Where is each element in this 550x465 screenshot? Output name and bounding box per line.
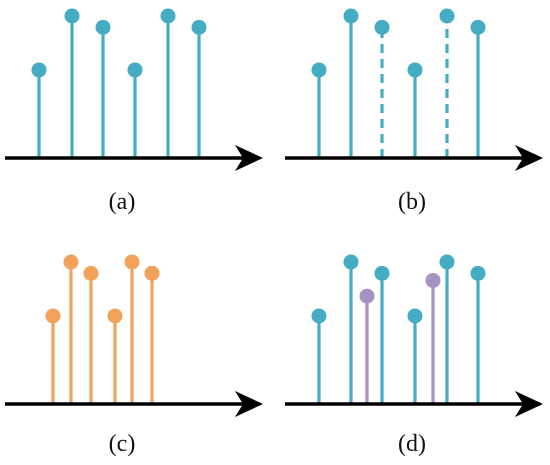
stem-marker	[45, 308, 61, 324]
stem-marker	[83, 265, 99, 281]
stem-marker	[470, 19, 486, 35]
axis-arrowhead	[515, 145, 543, 171]
stem-marker	[31, 62, 47, 78]
stem-marker	[107, 308, 123, 324]
panel-label-d: (d)	[398, 431, 426, 457]
stem-marker	[407, 308, 423, 324]
stem-marker	[124, 254, 140, 270]
stem-marker	[343, 254, 359, 270]
stem-marker	[359, 288, 375, 304]
stem-marker	[311, 62, 327, 78]
panel-a	[5, 8, 263, 171]
panel-d	[285, 254, 543, 417]
axis-arrowhead	[235, 145, 263, 171]
stem-marker	[343, 8, 359, 24]
stem-marker	[311, 308, 327, 324]
stem-marker	[64, 8, 80, 24]
stem-marker	[63, 254, 79, 270]
stem-marker	[95, 19, 111, 35]
stem-marker	[470, 265, 486, 281]
stem-marker	[374, 19, 390, 35]
stem-marker	[374, 265, 390, 281]
axis-arrowhead	[515, 391, 543, 417]
stem-marker	[160, 8, 176, 24]
stem-marker	[191, 19, 207, 35]
stem-marker	[407, 62, 423, 78]
stem-marker	[439, 254, 455, 270]
panel-label-c: (c)	[109, 431, 136, 457]
panel-label-b: (b)	[398, 189, 426, 215]
stem-marker	[127, 62, 143, 78]
axis-arrowhead	[235, 391, 263, 417]
panel-c	[5, 254, 263, 417]
panel-label-a: (a)	[109, 189, 136, 215]
stem-marker	[144, 265, 160, 281]
panel-b	[285, 8, 543, 171]
stem-marker	[439, 8, 455, 24]
stem-marker	[425, 272, 441, 288]
